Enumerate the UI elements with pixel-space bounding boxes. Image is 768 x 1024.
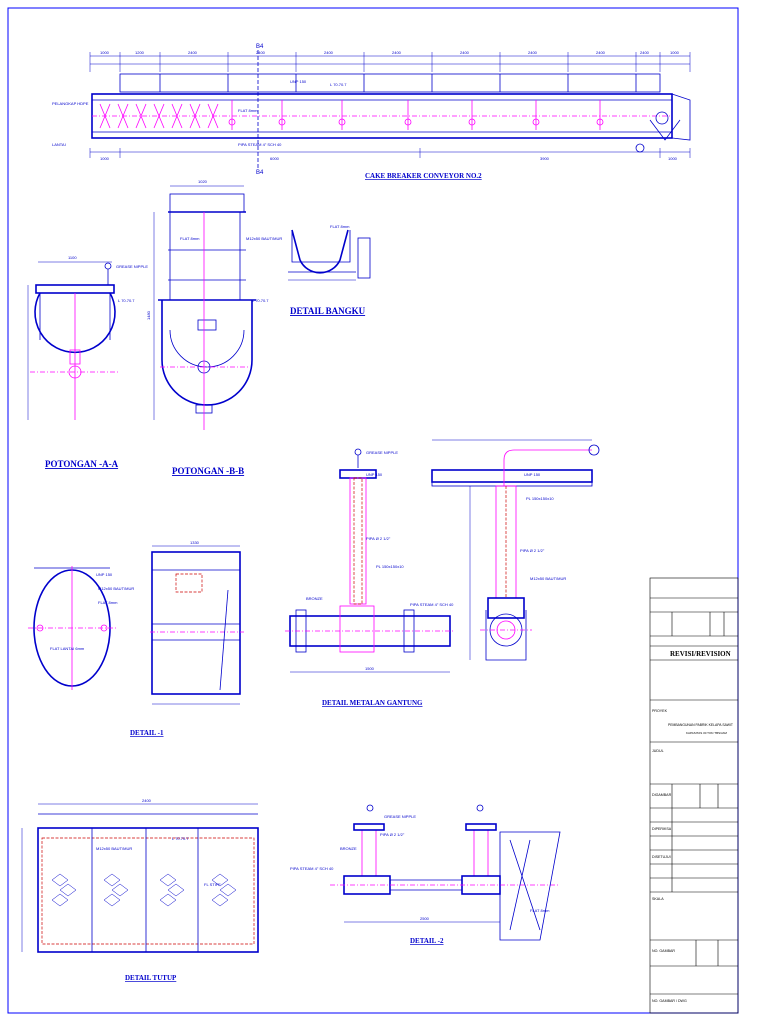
conveyor-left-label-1: PELANGKAP HDPE <box>52 101 89 106</box>
section-a-title: POTONGAN -A-A <box>45 459 119 469</box>
detail2-title: DETAIL -2 <box>410 937 444 945</box>
hanger-steam-label: PIPA STEAM 4" SCH 40 <box>410 602 454 607</box>
cover-angle-label: L 70.70.7 <box>172 836 189 841</box>
footer-label: NO. GAMBAR / DWG <box>652 999 687 1003</box>
section-b-angle-label: L 70.70.7 <box>252 298 269 303</box>
detail1-unp-label: UNP 150 <box>96 572 113 577</box>
conveyor-dim-10: 2400 <box>640 50 650 55</box>
hanger-plate-label: PL 150x150x10 <box>376 564 404 569</box>
section-b-b: 1020 FLAT 8mm M12x50 BAUT/MUR L 70.70.7 … <box>146 179 282 430</box>
detail2-flat-label: FLAT 8mm <box>530 908 550 913</box>
detail2-width: 2500 <box>420 916 430 921</box>
title-block: REVISI/REVISION PROYEK PEMBANGUNAN PABRI… <box>649 577 739 1014</box>
detail1-flat-label: FLAT 8mm <box>98 600 118 605</box>
cover-width: 2400 <box>142 798 152 803</box>
hanger-unp-label: UNP 150 <box>366 472 383 477</box>
project-label: PROYEK <box>652 709 668 713</box>
end-plate-label: PL 150x150x10 <box>526 496 554 501</box>
section-b-bolt-label: M12x50 BAUT/MUR <box>246 236 282 241</box>
cover-bolt-label: M12x50 BAUT/MUR <box>96 846 132 851</box>
project-capacity: KAPASITAS 30 TON TBS/JAM <box>686 731 727 735</box>
section-b-title: POTONGAN -B-B <box>172 466 244 476</box>
section-marker-b-top: B4 <box>256 44 264 50</box>
detail1-width: 1330 <box>190 540 200 545</box>
bench-title: DETAIL BANGKU <box>290 306 366 316</box>
conveyor-dim-8: 2400 <box>528 50 538 55</box>
detail1-floor-label: FLAT LANTAI 6mm <box>50 646 85 651</box>
conveyor-note-angle: L 70.70.7 <box>330 82 347 87</box>
section-a-grease-label: GREASE NIPPLE <box>116 264 148 269</box>
conveyor-elevation: 1000 1200 2400 2400 2400 2400 2400 2400 … <box>52 44 691 180</box>
hanger-title: DETAIL METALAN GANTUNG <box>322 699 423 707</box>
section-a-width: 1100 <box>68 255 77 260</box>
section-b-height: 1480 <box>146 310 151 320</box>
hanger-detail-side: GREASE NIPPLE UNP 150 PIPA Ø 2 1/2" PL 1… <box>285 448 455 673</box>
hanger-grease-label: GREASE NIPPLE <box>366 450 398 455</box>
conveyor-bottom-dim-3: 3900 <box>540 156 550 161</box>
conveyor-dim-9: 2400 <box>596 50 606 55</box>
detail1-title: DETAIL -1 <box>130 729 164 737</box>
conveyor-dim-7: 2400 <box>460 50 470 55</box>
detail-2: GREASE NIPPLE PIPA Ø 2 1/2" PIPA STEAM 4… <box>290 804 561 941</box>
cover-stiff-label: FL STIFF <box>204 882 221 887</box>
detail2-bronze-label: BRONZE <box>340 846 357 851</box>
section-marker-b-bottom: B4 <box>256 170 264 176</box>
detail-1: UNP 150 M12x50 BAUT/MUR FLAT 8mm FLAT LA… <box>28 540 244 705</box>
detail1-bolt-label: M12x50 BAUT/MUR <box>98 586 134 591</box>
project-name: PEMBANGUNAN PABRIK KELAPA SAWIT <box>668 723 733 727</box>
conveyor-title: CAKE BREAKER CONVEYOR NO.2 <box>365 172 482 180</box>
conveyor-dim-4: 2400 <box>256 50 266 55</box>
cover-detail: 2400 M12x50 BAUT/MUR L 70.70.7 FL STIFF <box>21 798 259 953</box>
bench-flat-label: FLAT 8mm <box>330 224 350 229</box>
drawn-label: DIGAMBAR <box>652 793 672 797</box>
section-b-width: 1020 <box>198 179 208 184</box>
detail2-pipe-label: PIPA Ø 2 1/2" <box>380 832 405 837</box>
hanger-bronze-label: BRONZE <box>306 596 323 601</box>
conveyor-note-flat: FLAT 8mm <box>238 108 258 113</box>
conveyor-dim-6: 2400 <box>392 50 402 55</box>
end-bolt-label: M12x50 BAUT/MUR <box>530 576 566 581</box>
conveyor-note-unp: UNP 150 <box>290 79 307 84</box>
conveyor-note-pipe: PIPA STEAM 4" SCH 40 <box>238 142 282 147</box>
conveyor-dim-3: 2400 <box>188 50 198 55</box>
conveyor-left-label-2: LANTAI <box>52 142 66 147</box>
section-a-angle-label: L 70.70.7 <box>118 298 135 303</box>
approved-label: DISETUJUI <box>652 855 671 859</box>
scale-label: SKALA <box>652 897 664 901</box>
revision-heading: REVISI/REVISION <box>670 650 731 658</box>
conveyor-bottom-dim-4: 1000 <box>668 156 678 161</box>
cover-title: DETAIL TUTUP <box>125 974 177 982</box>
sheet-border <box>7 7 739 1014</box>
hanger-detail-end: UNP 150 PL 150x150x10 PIPA Ø 2 1/2" M12x… <box>431 439 600 661</box>
drawing-label: JUDUL <box>652 749 664 753</box>
conveyor-dim-11: 1000 <box>670 50 680 55</box>
detail2-grease-label: GREASE NIPPLE <box>384 814 416 819</box>
section-b-flat-label: FLAT 8mm <box>180 236 200 241</box>
hanger-pipe-label: PIPA Ø 2 1/2" <box>366 536 391 541</box>
section-a-a: 1100 GREASE NIPPLE L 70.70.7 <box>27 255 148 420</box>
end-unp-label: UNP 150 <box>524 472 541 477</box>
conveyor-dim-2: 1200 <box>135 50 145 55</box>
checked-label: DIPERIKSA <box>652 827 672 831</box>
end-pipe-label: PIPA Ø 2 1/2" <box>520 548 545 553</box>
conveyor-bottom-dim-1: 1000 <box>100 156 110 161</box>
hanger-width: 1500 <box>365 666 375 671</box>
detail2-steam-label: PIPA STEAM 4" SCH 40 <box>290 866 334 871</box>
conveyor-bottom-dim-2: 6000 <box>270 156 280 161</box>
conveyor-dim-5: 2400 <box>324 50 334 55</box>
sheet-number-label: NO. GAMBAR <box>652 949 675 953</box>
conveyor-dim-1: 1000 <box>100 50 110 55</box>
bench-detail: FLAT 8mm <box>288 224 371 281</box>
